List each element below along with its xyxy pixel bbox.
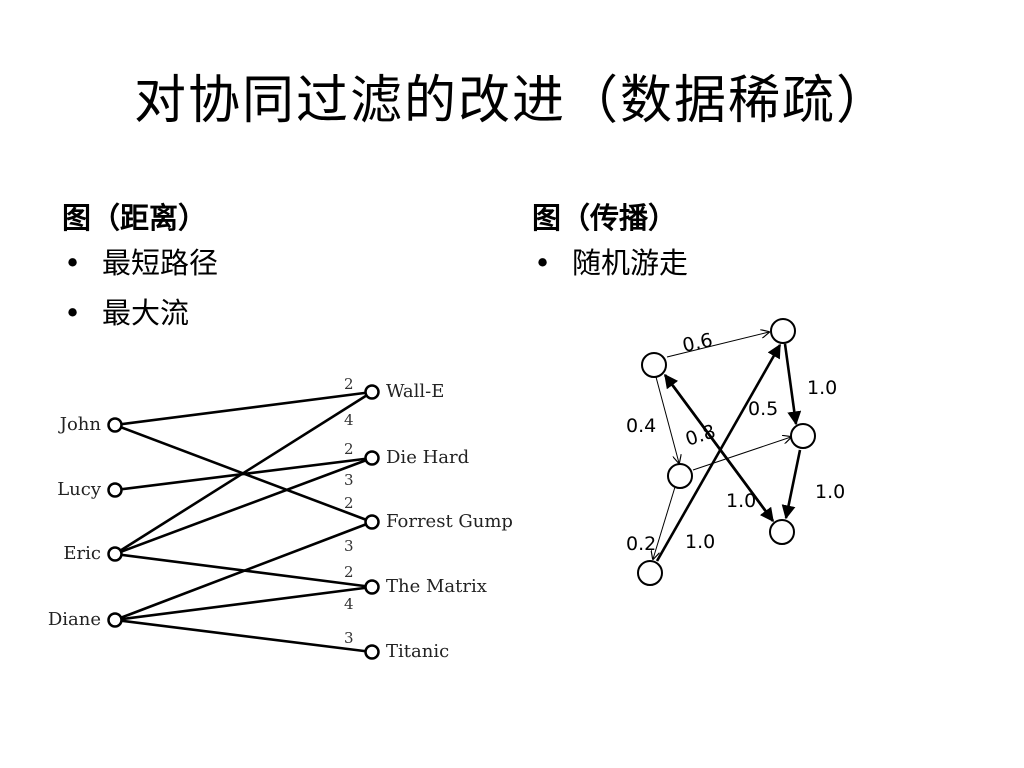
rw-node-f bbox=[637, 560, 663, 586]
rw-edge-label: 0.8 bbox=[683, 420, 719, 450]
edge-a-c bbox=[655, 376, 679, 463]
movie-label-walle: Wall-E bbox=[386, 381, 444, 402]
edge-diane-titanic bbox=[114, 618, 373, 654]
rw-edge-label: 0.5 bbox=[748, 398, 778, 420]
weight-label: 2 bbox=[344, 440, 354, 458]
rw-edge-label: 0.6 bbox=[680, 329, 714, 357]
edge-d-e bbox=[781, 449, 802, 520]
bullet-icon: • bbox=[64, 296, 82, 330]
edge-c-d bbox=[692, 437, 791, 471]
movie-label-titanic: Titanic bbox=[386, 641, 449, 662]
node-walle bbox=[364, 384, 380, 400]
node-john bbox=[107, 417, 123, 433]
bullet-text: 最短路径 bbox=[102, 246, 219, 280]
movie-nodes bbox=[364, 384, 380, 660]
user-nodes bbox=[107, 417, 123, 628]
rw-edge-label: 0.2 bbox=[626, 533, 656, 555]
edge-diane-matrix bbox=[114, 585, 373, 622]
rw-edge-label: 1.0 bbox=[815, 481, 845, 503]
weight-label: 2 bbox=[344, 494, 354, 512]
movie-label-matrix: The Matrix bbox=[386, 576, 487, 597]
movie-labels: Wall-E Die Hard Forrest Gump The Matrix … bbox=[386, 381, 513, 662]
bullet-text: 最大流 bbox=[102, 296, 190, 330]
edge-f-b bbox=[655, 343, 782, 562]
rw-node-c bbox=[667, 463, 693, 489]
rw-node-d bbox=[790, 423, 816, 449]
random-walk-edges bbox=[653, 332, 802, 562]
rw-edge-label: 1.0 bbox=[807, 377, 837, 399]
movie-label-forrestgump: Forrest Gump bbox=[386, 511, 513, 532]
node-diane bbox=[107, 612, 123, 628]
right-heading: 图（传播） bbox=[532, 201, 678, 235]
list-item: • 最短路径 bbox=[62, 238, 218, 288]
bullet-text: 随机游走 bbox=[572, 246, 689, 280]
weight-label: 2 bbox=[344, 563, 354, 581]
node-lucy bbox=[107, 482, 123, 498]
left-column: 图（距离） • 最短路径 • 最大流 bbox=[62, 198, 218, 338]
node-matrix bbox=[364, 579, 380, 595]
weight-label: 3 bbox=[344, 471, 354, 489]
random-walk-edge-labels: 0.6 1.0 0.5 0.4 0.8 1.0 1.0 0.2 1.0 bbox=[626, 329, 845, 555]
edge-a-e bbox=[663, 374, 775, 523]
left-bullet-list: • 最短路径 • 最大流 bbox=[62, 238, 218, 338]
bullet-icon: • bbox=[534, 246, 552, 280]
user-label-eric: Eric bbox=[63, 543, 101, 564]
right-bullet-list: • 随机游走 bbox=[532, 238, 688, 288]
node-eric bbox=[107, 546, 123, 562]
bullet-icon: • bbox=[64, 246, 82, 280]
node-forrestgump bbox=[364, 514, 380, 530]
random-walk-graph: 0.6 1.0 0.5 0.4 0.8 1.0 1.0 0.2 1.0 bbox=[626, 318, 845, 586]
slide-title: 对协同过滤的改进（数据稀疏） bbox=[133, 71, 890, 131]
edge-eric-walle bbox=[114, 390, 373, 556]
rw-node-b bbox=[770, 318, 796, 344]
random-walk-nodes bbox=[637, 318, 816, 586]
bipartite-graph: John Lucy Eric Diane Wall-E Die Hard For… bbox=[48, 375, 513, 662]
rw-node-a bbox=[641, 352, 667, 378]
bipartite-edges bbox=[114, 390, 373, 654]
weight-label: 4 bbox=[344, 595, 354, 613]
node-diehard bbox=[364, 450, 380, 466]
edge-b-d bbox=[783, 343, 802, 426]
list-item: • 最大流 bbox=[62, 288, 218, 338]
rw-edge-label: 1.0 bbox=[726, 490, 756, 512]
edge-john-walle bbox=[114, 390, 373, 427]
weight-labels: 2 4 2 3 2 3 2 4 3 bbox=[344, 375, 354, 647]
user-label-john: John bbox=[58, 414, 102, 435]
rw-edge-label: 0.4 bbox=[626, 415, 656, 437]
weight-label: 4 bbox=[344, 411, 354, 429]
rw-edge-label: 1.0 bbox=[685, 531, 715, 553]
left-heading: 图（距离） bbox=[62, 201, 208, 235]
rw-node-e bbox=[769, 519, 795, 545]
edge-a-b bbox=[666, 332, 769, 358]
right-column: 图（传播） • 随机游走 bbox=[532, 198, 688, 288]
weight-label: 2 bbox=[344, 375, 354, 393]
edge-diane-forrestgump bbox=[114, 520, 373, 622]
user-label-diane: Diane bbox=[48, 609, 101, 630]
edge-c-f bbox=[653, 486, 676, 559]
weight-label: 3 bbox=[344, 537, 354, 555]
user-label-lucy: Lucy bbox=[57, 479, 102, 500]
weight-label: 3 bbox=[344, 629, 354, 647]
node-titanic bbox=[364, 644, 380, 660]
edge-eric-diehard bbox=[114, 456, 373, 556]
user-labels: John Lucy Eric Diane bbox=[48, 414, 102, 630]
movie-label-diehard: Die Hard bbox=[386, 447, 469, 468]
list-item: • 随机游走 bbox=[532, 238, 688, 288]
